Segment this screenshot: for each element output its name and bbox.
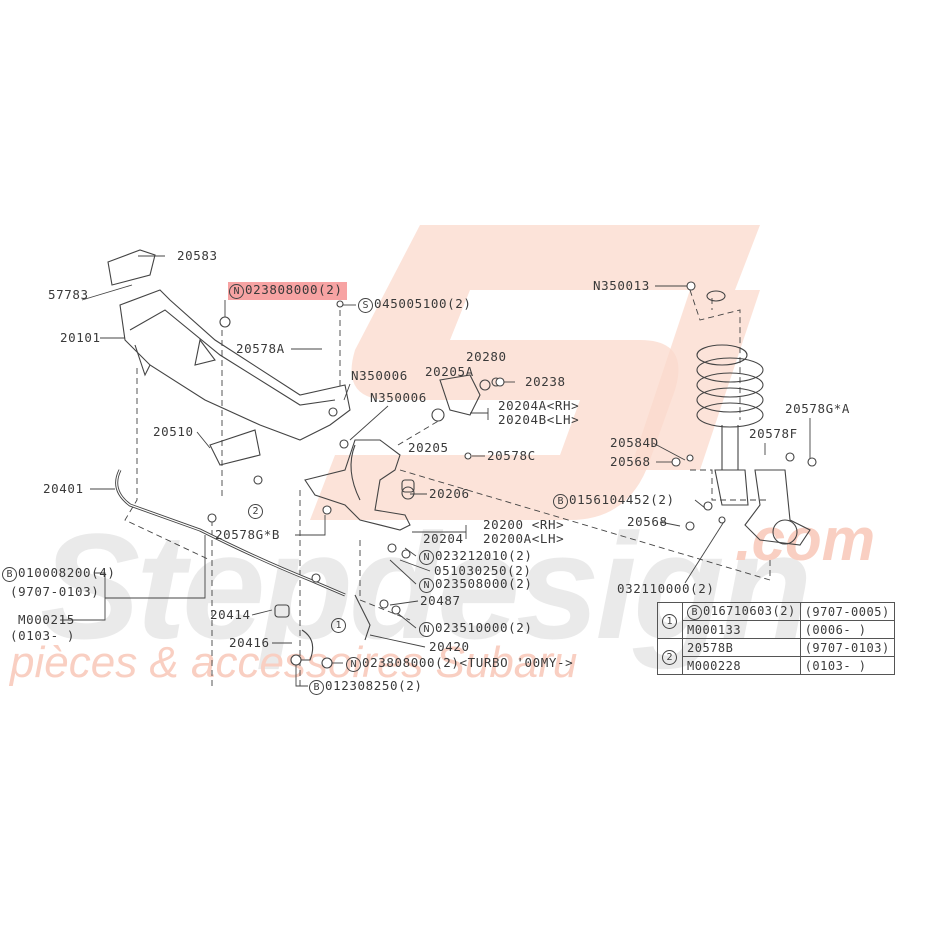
n-marker-icon: N	[419, 578, 434, 593]
table-row: M000228 (0103- )	[658, 656, 895, 675]
part-cell[interactable]: 20578B	[682, 638, 801, 657]
label-20578GA[interactable]: 20578G*A	[785, 401, 851, 416]
label-date-0103: (0103- )	[10, 628, 76, 643]
b-marker-icon: B	[309, 680, 324, 695]
part-number: 023808000(2)	[245, 282, 343, 297]
label-20204A[interactable]: 20204A<RH>	[498, 398, 580, 413]
s-marker-icon: S	[358, 298, 373, 313]
label-20205[interactable]: 20205	[408, 440, 449, 455]
part-number: 012308250(2)	[325, 678, 423, 693]
circle-2-icon: 2	[662, 649, 677, 665]
b-marker-icon: B	[553, 494, 568, 509]
label-20578A[interactable]: 20578A	[236, 341, 285, 356]
label-nut-032110000[interactable]: 032110000(2)	[617, 581, 715, 596]
label-20578GB[interactable]: 20578G*B	[215, 527, 281, 542]
knuckle	[744, 469, 811, 546]
date-cell: (0103- )	[799, 656, 895, 675]
label-20401[interactable]: 20401	[43, 481, 84, 496]
table-row: M000133 (0006- )	[658, 620, 895, 639]
lower-arm-20200	[304, 439, 411, 531]
part-number: 016710603(2)	[703, 603, 796, 618]
n-marker-icon: N	[419, 622, 434, 637]
label-20200[interactable]: 20200 <RH>	[483, 517, 565, 532]
label-20200A[interactable]: 20200A<LH>	[483, 531, 565, 546]
bracket-20510	[209, 429, 261, 466]
label-n350013[interactable]: N350013	[593, 278, 650, 293]
label-n350006-a[interactable]: N350006	[351, 368, 408, 383]
date-cell: (9707-0103)	[799, 638, 895, 657]
crossmember-20101	[119, 289, 351, 441]
table-row: 2 20578B (9707-0103)	[657, 638, 895, 675]
circle-1-marker: 1	[331, 617, 347, 633]
group-cell: 1	[657, 602, 683, 639]
part-number: 023808000(2)<TURBO '00MY->	[362, 655, 574, 670]
label-20487[interactable]: 20487	[420, 593, 461, 608]
label-20578C[interactable]: 20578C	[487, 448, 536, 463]
label-57783[interactable]: 57783	[48, 287, 89, 302]
label-20204[interactable]: 20204	[423, 531, 464, 546]
label-20568-a[interactable]: 20568	[627, 514, 668, 529]
n-marker-icon: N	[419, 550, 434, 565]
date-cell: (9707-0005)	[799, 602, 895, 621]
part-cell[interactable]: M000133	[682, 620, 801, 639]
part-number: 0156104452(2)	[569, 492, 675, 507]
label-20238[interactable]: 20238	[525, 374, 566, 389]
circle-2-icon: 2	[248, 504, 263, 519]
part-number: 023508000(2)	[435, 576, 533, 591]
label-20420[interactable]: 20420	[429, 639, 470, 654]
part-number: 045005100(2)	[374, 296, 472, 311]
b-marker-icon: B	[687, 604, 702, 620]
label-20510[interactable]: 20510	[153, 424, 194, 439]
circle-2-marker: 2	[248, 503, 264, 519]
label-20204B[interactable]: 20204B<LH>	[498, 412, 580, 427]
b-marker-icon: B	[2, 567, 17, 582]
circle-1-icon: 1	[662, 613, 677, 629]
label-20414[interactable]: 20414	[210, 607, 251, 622]
date-cell: (0006- )	[799, 620, 895, 639]
n-marker-icon: N	[229, 284, 244, 299]
label-20206[interactable]: 20206	[429, 486, 470, 501]
label-date-9707-0103: (9707-0103)	[10, 584, 100, 599]
label-20416[interactable]: 20416	[229, 635, 270, 650]
label-pin-051030250[interactable]: 051030250(2)	[434, 563, 532, 578]
label-n350006-b[interactable]: N350006	[370, 390, 427, 405]
part-cell[interactable]: M000228	[682, 656, 801, 675]
label-20583[interactable]: 20583	[177, 248, 218, 263]
part-number: 023212010(2)	[435, 548, 533, 563]
bracket-20583	[107, 249, 156, 286]
group-cell: 2	[657, 638, 683, 675]
label-20101[interactable]: 20101	[60, 330, 101, 345]
label-m000215[interactable]: M000215	[18, 612, 75, 627]
n-marker-icon: N	[346, 657, 361, 672]
part-number: 010008200(4)	[18, 565, 116, 580]
label-20568-b[interactable]: 20568	[610, 454, 651, 469]
part-number: 023510000(2)	[435, 620, 533, 635]
label-20578F[interactable]: 20578F	[749, 426, 798, 441]
label-20205A[interactable]: 20205A	[425, 364, 474, 379]
label-20584D[interactable]: 20584D	[610, 435, 659, 450]
strut-assembly	[696, 290, 764, 506]
label-20280[interactable]: 20280	[466, 349, 507, 364]
circle-1-icon: 1	[331, 618, 346, 633]
